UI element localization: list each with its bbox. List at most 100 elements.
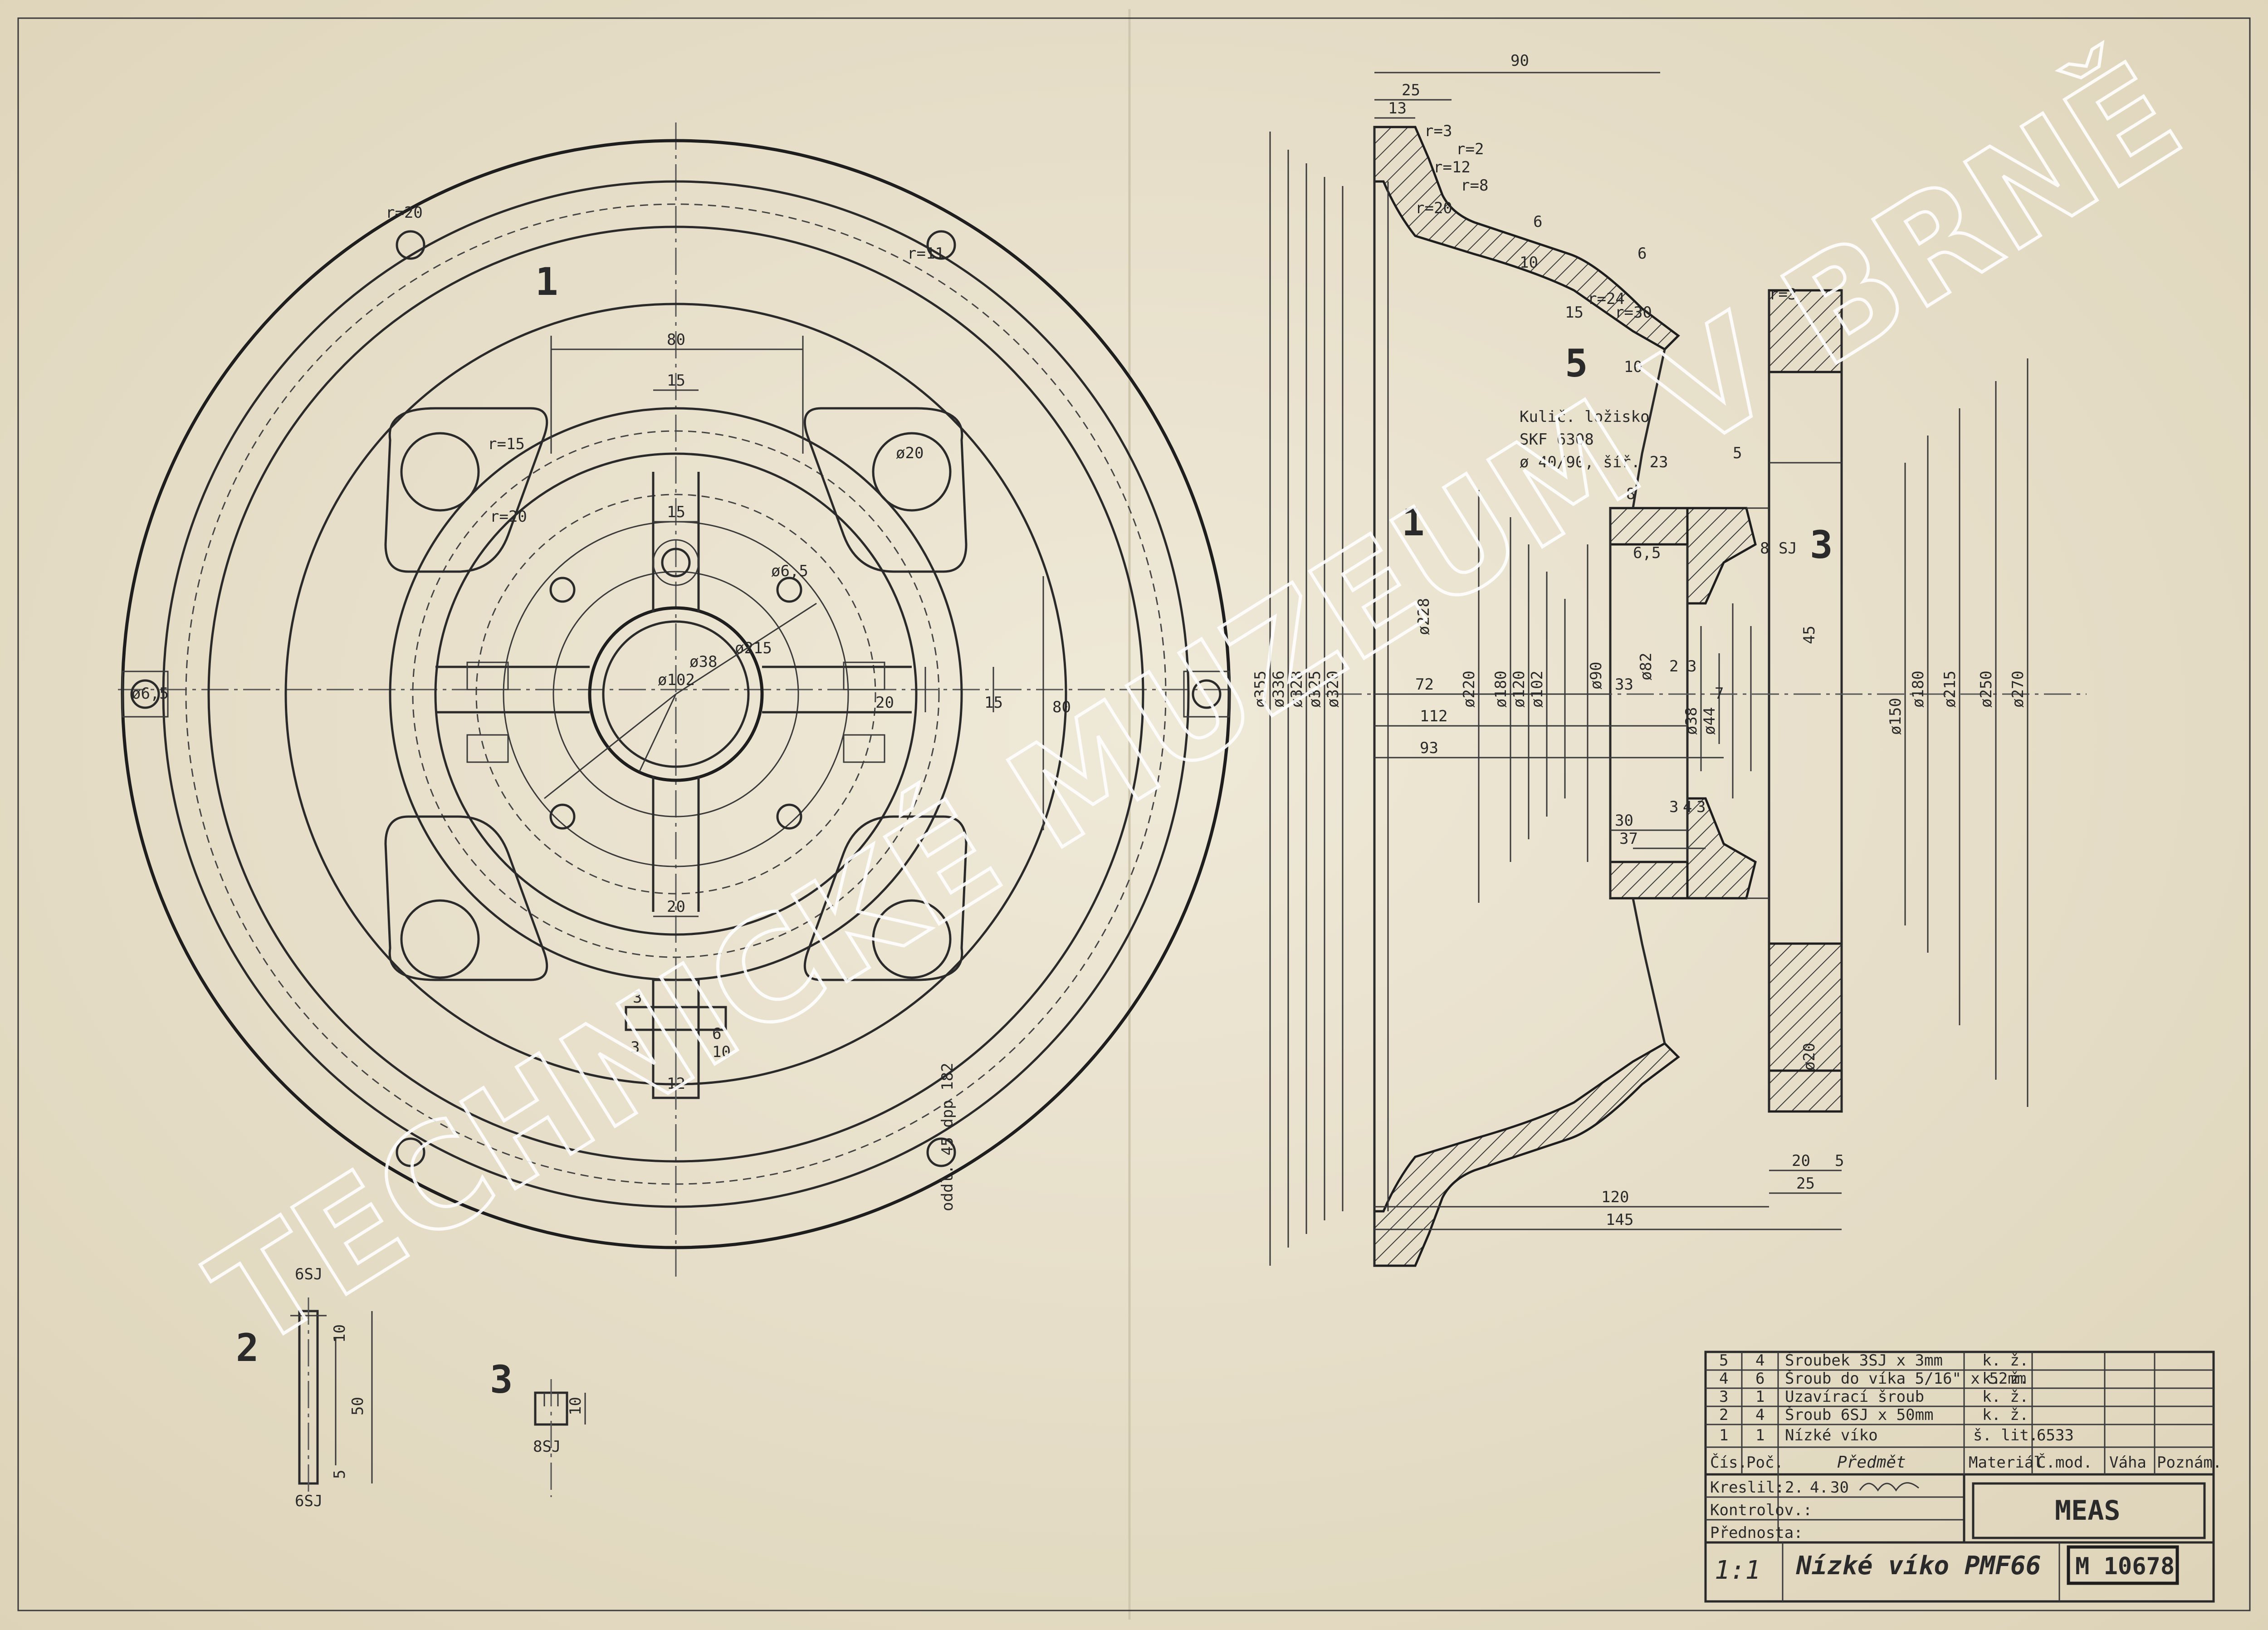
dim-d150: ø150 — [1887, 698, 1905, 735]
date-year: 30 — [1830, 1478, 1849, 1497]
dim-20-bottom: 20 — [667, 898, 685, 916]
dim-65: 6,5 — [1633, 544, 1661, 562]
bom-row-5-poc: 4 — [1755, 1351, 1765, 1370]
dim-12-plug: 12 — [667, 1075, 685, 1093]
dim-7: 7 — [1715, 685, 1724, 703]
bearing-note-line1: Kulič. ložisko — [1520, 408, 1650, 426]
plug-dim-10: 10 — [567, 1397, 585, 1415]
dim-8: 8 — [1626, 485, 1635, 503]
dim-r20: r=20 — [1415, 199, 1452, 217]
detail-plug: 3 10 8SJ — [490, 1357, 586, 1497]
bom-row-1-material: š. lit. — [1973, 1426, 2038, 1444]
dim-r3-b: r=3 — [1769, 285, 1797, 303]
side-pencil-note: oddl. 45 dpp 182 — [938, 1062, 957, 1211]
dim-3-a: 3 — [633, 989, 642, 1007]
bom-row-3-cis: 3 — [1719, 1388, 1728, 1406]
dim-30: 30 — [1615, 812, 1633, 830]
dim-d355: ø355 — [1251, 671, 1270, 708]
plug-thread: 8SJ — [533, 1438, 561, 1456]
dim-d38: ø38 — [689, 653, 717, 671]
dim-90: 90 — [1510, 52, 1529, 70]
bom-row-2-material: k. ž. — [1982, 1406, 2028, 1424]
dim-10-b: 10 — [1624, 358, 1642, 376]
bom-row-4-material: k. ž. — [1982, 1370, 2028, 1388]
dim-d20: ø20 — [896, 444, 924, 462]
dim-5-bottom: 5 — [1835, 1152, 1844, 1170]
section-part-label-5: 5 — [1565, 341, 1588, 386]
dim-93: 93 — [1420, 739, 1438, 757]
dim-5: 5 — [1733, 444, 1742, 462]
dim-80-top: 80 — [667, 331, 685, 349]
dim-80-right: 80 — [1052, 698, 1071, 716]
dim-20-right: 20 — [875, 694, 894, 712]
dim-d44: ø44 — [1701, 707, 1719, 735]
detail-screw: 2 6SJ 10 50 5 6SJ — [236, 1265, 373, 1510]
dim-d220: ø220 — [1460, 671, 1478, 708]
detail-label-2: 2 — [236, 1326, 259, 1370]
bom-row-4-poc: 6 — [1755, 1370, 1765, 1388]
dim-45: 45 — [1800, 626, 1818, 644]
dim-d65: ø6,5 — [771, 562, 808, 580]
bom-header-cis: Čís. — [1710, 1453, 1747, 1472]
dim-r8: r=8 — [1461, 176, 1488, 195]
dim-d180-left: ø180 — [1492, 671, 1510, 708]
dim-4: 4 — [1683, 798, 1692, 816]
drawing-scale: 1:1 — [1715, 1556, 1760, 1585]
section-view — [1269, 72, 2087, 1267]
dim-r12: r=12 — [1433, 158, 1471, 176]
dim-3-b: 3 — [631, 1038, 640, 1057]
dim-d328: ø328 — [1288, 671, 1306, 708]
dim-2: 2 — [1669, 657, 1678, 675]
section-part-label-3: 3 — [1810, 523, 1833, 567]
date-day: 2. — [1785, 1478, 1804, 1497]
bom-row-4-cis: 4 — [1719, 1370, 1728, 1388]
bom-row-5-cis: 5 — [1719, 1351, 1728, 1370]
company-name: MEAS — [2055, 1495, 2121, 1527]
bom-header-poznam: Poznám. — [2157, 1454, 2222, 1472]
screw-thread-top: 6SJ — [295, 1265, 323, 1283]
dim-d20-boss: ø20 — [1800, 1043, 1818, 1071]
signature-scribble — [1859, 1482, 1919, 1492]
drawing-number: M 10678 — [2075, 1553, 2175, 1580]
bom-header-model: Č.mod. — [2037, 1453, 2092, 1472]
sheet-border — [17, 17, 2251, 1611]
bom-row-1-poc: 1 — [1755, 1426, 1765, 1444]
bom-header-poc: Poč. — [1746, 1454, 1784, 1472]
kontroloval-label: Kontrolov.: — [1710, 1501, 1812, 1519]
dim-3-c: 3 — [1687, 657, 1696, 675]
bom-row-1-cis: 1 — [1719, 1426, 1728, 1444]
dim-6-a: 6 — [1533, 213, 1542, 231]
dim-112: 112 — [1420, 707, 1447, 725]
section-view-labels: 1 5 3 Kulič. ložisko SKF 6308 ø 40/90, š… — [1251, 52, 2027, 1229]
dim-15-mid: 15 — [667, 503, 685, 521]
dim-15-right: 15 — [984, 694, 1003, 712]
dim-3-b: 3 — [1696, 798, 1706, 816]
bom-row-2-predmet: Šroub 6SJ x 50mm — [1785, 1405, 1934, 1424]
dim-8sj: 8 SJ — [1760, 539, 1797, 558]
bom-row-1-predmet: Nízké víko — [1785, 1426, 1878, 1444]
bom-row-3-material: k. ž. — [1982, 1388, 2028, 1406]
dim-6-b: 6 — [1637, 245, 1647, 263]
dim-20-bottom: 20 — [1792, 1152, 1810, 1170]
dim-25-top: 25 — [1402, 81, 1420, 99]
dim-r15: r=15 — [488, 435, 525, 453]
dim-3-a: 3 — [1669, 798, 1678, 816]
bom-row-1-model: 6533 — [2037, 1426, 2074, 1444]
dim-15: 15 — [1565, 303, 1584, 322]
dim-d215: ø215 — [735, 639, 772, 657]
part-label-1: 1 — [535, 259, 558, 304]
screw-dim-10: 10 — [331, 1324, 349, 1343]
screw-dim-5: 5 — [331, 1470, 349, 1479]
prednosta-label: Přednosta: — [1710, 1524, 1803, 1542]
dim-d102: ø102 — [1528, 671, 1546, 708]
dim-r24: r=24 — [1588, 290, 1625, 308]
section-part-label-1: 1 — [1402, 500, 1425, 544]
bom-header-material: Materiál — [1969, 1454, 2043, 1472]
dim-d250: ø250 — [1977, 671, 1995, 708]
bom-header-predmet: Předmět — [1837, 1453, 1906, 1472]
title-block-text: 5 4 Šroubek 3SJ x 3mm k. ž. 4 6 Šroub do… — [1710, 1351, 2222, 1585]
dim-15-top: 15 — [667, 372, 685, 390]
date-month: 4. — [1810, 1478, 1828, 1497]
bom-row-3-poc: 1 — [1755, 1388, 1765, 1406]
